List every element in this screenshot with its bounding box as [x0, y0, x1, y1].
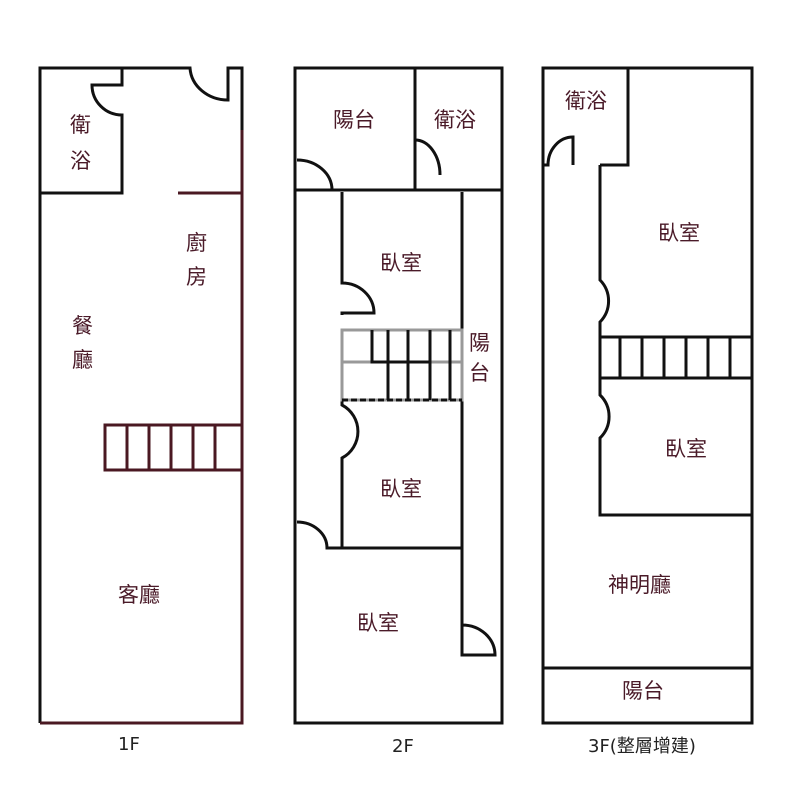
- room-label-3f-bath: 衛浴: [565, 89, 607, 113]
- vertical-label-char: 浴: [70, 149, 91, 173]
- vertical-label-char: 衛: [70, 113, 91, 137]
- top-rooms-wall-2f: [295, 68, 502, 192]
- bedroom-walls-3f: [598, 165, 752, 517]
- floor-1f: [38, 66, 244, 725]
- stairs-2f: [340, 328, 464, 402]
- vertical-label-char: 廚: [186, 231, 207, 255]
- vertical-label-char: 台: [469, 361, 490, 385]
- vertical-label-char: 房: [186, 265, 207, 289]
- room-label-2f-bedroom3: 臥室: [357, 611, 399, 635]
- floor-label-2f: 2F: [392, 736, 414, 757]
- room-label-3f-bedroom1: 臥室: [658, 221, 700, 245]
- door-balcony-2f: [296, 158, 334, 191]
- room-label-2f-bath: 衛浴: [434, 108, 476, 132]
- stairs-3f: [598, 335, 754, 380]
- room-label-1f-dining: 餐廳: [72, 314, 93, 372]
- floor-label-3f: 3F(整層增建): [588, 736, 696, 757]
- room-label-2f-balcony-top: 陽台: [333, 108, 375, 132]
- outer-wall-3f: [541, 66, 754, 725]
- door-bath-2f: [414, 138, 442, 176]
- floor-label-1f: 1F: [118, 734, 140, 755]
- room-label-2f-balcony-side: 陽台: [469, 331, 490, 385]
- room-label-3f-bedroom2: 臥室: [665, 437, 707, 461]
- vertical-label-char: 廳: [72, 348, 93, 372]
- stairs-1f: [103, 423, 244, 472]
- outer-wall-1f-right: [40, 130, 244, 725]
- room-label-2f-bedroom1: 臥室: [380, 251, 422, 275]
- bath-wall-1f: [40, 68, 124, 195]
- room-label-1f-bath-1: 衛浴: [70, 113, 91, 173]
- floor-3f: [541, 66, 754, 725]
- room-label-3f-balcony: 陽台: [622, 679, 664, 703]
- room-label-1f-kitchen: 廚房: [186, 231, 207, 289]
- vertical-label-char: 陽: [469, 331, 490, 355]
- floor-2f: [293, 66, 504, 725]
- room-label-1f-living: 客廳: [118, 583, 160, 607]
- door-left-2f: [296, 520, 342, 550]
- room-label-3f-shrine: 神明廳: [608, 573, 671, 597]
- balcony-side-wall-2f: [460, 192, 497, 657]
- room-label-2f-bedroom2: 臥室: [380, 477, 422, 501]
- bath-wall-3f: [543, 68, 630, 167]
- bedroom-walls-2f: [340, 192, 462, 550]
- outer-wall-2f: [293, 66, 504, 725]
- outer-wall-1f: [38, 66, 244, 723]
- vertical-label-char: 餐: [72, 314, 93, 338]
